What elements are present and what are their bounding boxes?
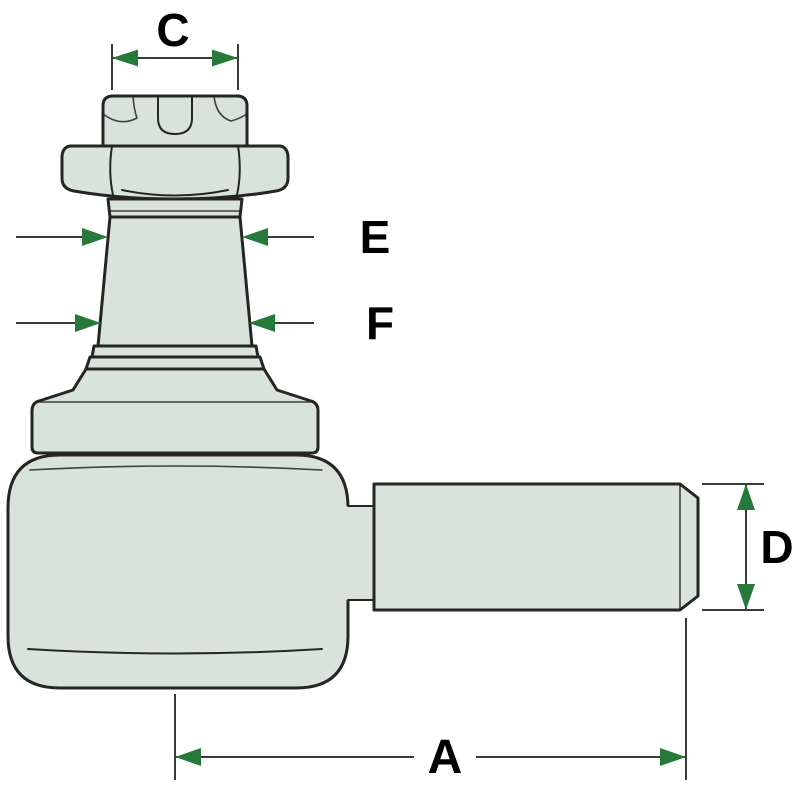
dim-e-arrowhead-left bbox=[82, 228, 108, 246]
body-bottom-chamfer-line bbox=[27, 648, 323, 655]
collar-outline bbox=[30, 367, 320, 455]
dim-e-arrowhead-right bbox=[242, 228, 268, 246]
dim-c-arrowhead-right bbox=[212, 49, 238, 67]
nut-facet-left bbox=[109, 145, 114, 196]
dim-label-f: F bbox=[366, 297, 394, 349]
castle-nut bbox=[60, 94, 290, 201]
ball-stud bbox=[96, 197, 254, 348]
dim-label-c: C bbox=[156, 4, 189, 56]
dim-a-arrowhead-left bbox=[175, 748, 201, 766]
dim-label-a: A bbox=[428, 731, 463, 784]
dim-c-extension-lines bbox=[111, 44, 239, 90]
shaft-neck-lines bbox=[347, 505, 375, 601]
nut-chamfer-arc bbox=[121, 189, 229, 197]
dim-d-arrowhead-top bbox=[737, 484, 755, 510]
dim-d-arrowhead-bottom bbox=[737, 584, 755, 610]
nut-crown-slot-left bbox=[102, 95, 138, 123]
body-top-chamfer-line bbox=[29, 465, 323, 471]
shaft-outline bbox=[372, 482, 700, 612]
nut-hex-outline bbox=[60, 144, 290, 201]
stud-washer bbox=[106, 197, 244, 219]
dim-f-arrowhead-right bbox=[249, 314, 275, 332]
dimension-e: E bbox=[16, 211, 390, 263]
dim-label-e: E bbox=[360, 211, 391, 263]
dimension-f: F bbox=[16, 297, 394, 349]
body-outline bbox=[6, 453, 350, 690]
dimension-a: A bbox=[174, 618, 687, 784]
dim-f-arrowhead-left bbox=[75, 314, 101, 332]
joint-housing-body bbox=[6, 453, 350, 690]
dim-a-arrowhead-right bbox=[660, 748, 686, 766]
dimension-d: D bbox=[702, 483, 794, 611]
housing-collar bbox=[30, 367, 320, 455]
stud-taper-outline bbox=[96, 215, 254, 348]
dimension-c: C bbox=[111, 4, 239, 90]
dim-d-extension-lines bbox=[702, 483, 764, 611]
dust-seal-rings bbox=[84, 344, 266, 371]
shaft-neck-fill bbox=[344, 506, 376, 600]
seal-ring-lower bbox=[84, 355, 266, 371]
nut-facet-right bbox=[236, 145, 241, 196]
threaded-shaft bbox=[344, 482, 700, 612]
nut-crown-slot-center bbox=[157, 95, 193, 136]
nut-crown-slot-right bbox=[213, 95, 248, 122]
seal-ring-upper bbox=[90, 344, 260, 359]
dim-c-arrowhead-left bbox=[112, 49, 138, 67]
dim-label-d: D bbox=[760, 521, 793, 573]
nut-crown-outline bbox=[101, 94, 249, 150]
